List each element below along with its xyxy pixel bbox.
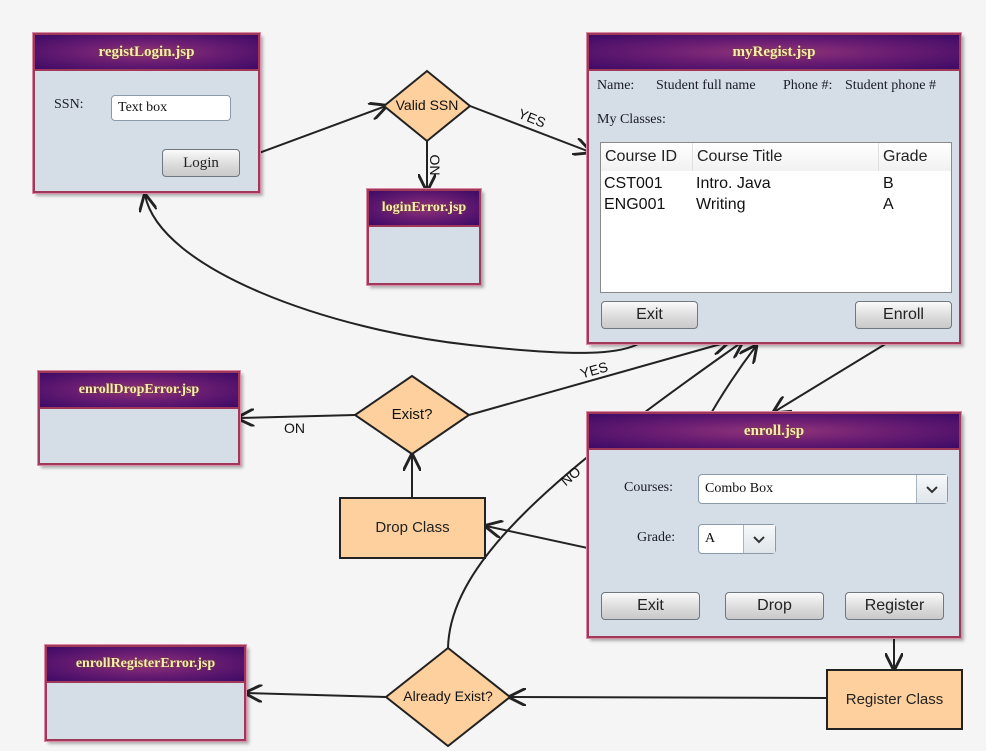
grade-combo-box[interactable]: A (698, 524, 776, 554)
classes-table: Course ID Course Title Grade CST001 Intr… (600, 142, 952, 293)
edge-myregist-exit-to-login (145, 195, 651, 354)
page-title: registLogin.jsp (35, 35, 258, 71)
decision-already-exist-shape (384, 646, 512, 748)
courses-combo-box[interactable]: Combo Box (698, 474, 948, 504)
edge-exist-no (238, 415, 356, 418)
page-login-error: loginError.jsp (366, 188, 482, 286)
page-title: enroll.jsp (589, 414, 959, 450)
decision-valid-ssn: Valid SSN (395, 97, 459, 113)
cell-grade: A (883, 196, 894, 213)
my-classes-label: My Classes: (597, 112, 666, 127)
chevron-down-icon[interactable] (916, 475, 947, 503)
cell-course-title: Intro. Java (696, 175, 771, 192)
edge-alreadyexist-yes (246, 693, 387, 697)
process-drop-class: Drop Class (339, 497, 486, 559)
login-button[interactable]: Login (162, 149, 240, 177)
decision-valid-ssn-shape (382, 69, 472, 143)
courses-value: Combo Box (705, 481, 774, 496)
table-row[interactable]: CST001 Intro. Java B (601, 172, 951, 194)
grade-value: A (705, 531, 716, 546)
cell-grade: B (883, 175, 894, 192)
edge-label-exist-no: ON (284, 420, 305, 436)
page-title: enrollDropError.jsp (40, 373, 238, 409)
cell-course-id: ENG001 (604, 196, 666, 213)
exit-button[interactable]: Exit (601, 301, 698, 329)
edge-enroll-to-enrolljsp (774, 331, 906, 412)
column-header-course-id[interactable]: Course ID (601, 143, 693, 171)
page-enroll-register-error: enrollRegisterError.jsp (44, 644, 247, 742)
page-title: loginError.jsp (369, 191, 479, 227)
edge-alreadyexist-no (447, 342, 742, 649)
register-button[interactable]: Register (845, 592, 944, 620)
edge-label-valid-no: NO (426, 154, 443, 176)
decision-exist-shape (353, 374, 471, 456)
ssn-label: SSN: (54, 97, 84, 112)
enroll-button[interactable]: Enroll (855, 301, 952, 329)
courses-label: Courses: (624, 480, 673, 495)
column-header-course-title[interactable]: Course Title (693, 143, 879, 171)
phone-label: Phone #: (783, 78, 833, 93)
phone-value: Student phone # (845, 78, 936, 93)
edge-registerclass-to-alreadyexist (510, 697, 827, 698)
table-row[interactable]: ENG001 Writing A (601, 194, 951, 216)
drop-button[interactable]: Drop (725, 592, 824, 620)
cell-course-id: CST001 (604, 175, 663, 192)
edge-exist-yes (468, 342, 728, 416)
edge-login-to-validssn (239, 106, 386, 161)
ssn-input[interactable]: Text box (111, 95, 231, 121)
name-value: Student full name (656, 78, 756, 93)
exit-button[interactable]: Exit (601, 592, 700, 620)
page-title: myRegist.jsp (589, 35, 959, 71)
page-enroll-drop-error: enrollDropError.jsp (37, 370, 241, 466)
cell-course-title: Writing (696, 196, 746, 213)
page-enroll: enroll.jsp Courses: Combo Box Grade: A E… (586, 411, 962, 639)
page-title: enrollRegisterError.jsp (47, 647, 244, 683)
chevron-down-icon[interactable] (743, 525, 775, 553)
column-header-grade[interactable]: Grade (879, 143, 951, 171)
name-label: Name: (597, 78, 635, 93)
grade-label: Grade: (637, 530, 676, 545)
process-register-class: Register Class (826, 669, 963, 730)
edge-validssn-yes (469, 105, 590, 152)
decision-exist: Exist? (391, 406, 433, 423)
page-my-regist: myRegist.jsp Name: Student full name Pho… (586, 32, 962, 345)
decision-already-exist: Already Exist? (403, 688, 493, 704)
page-regist-login: registLogin.jsp SSN: Text box Login (32, 32, 261, 194)
